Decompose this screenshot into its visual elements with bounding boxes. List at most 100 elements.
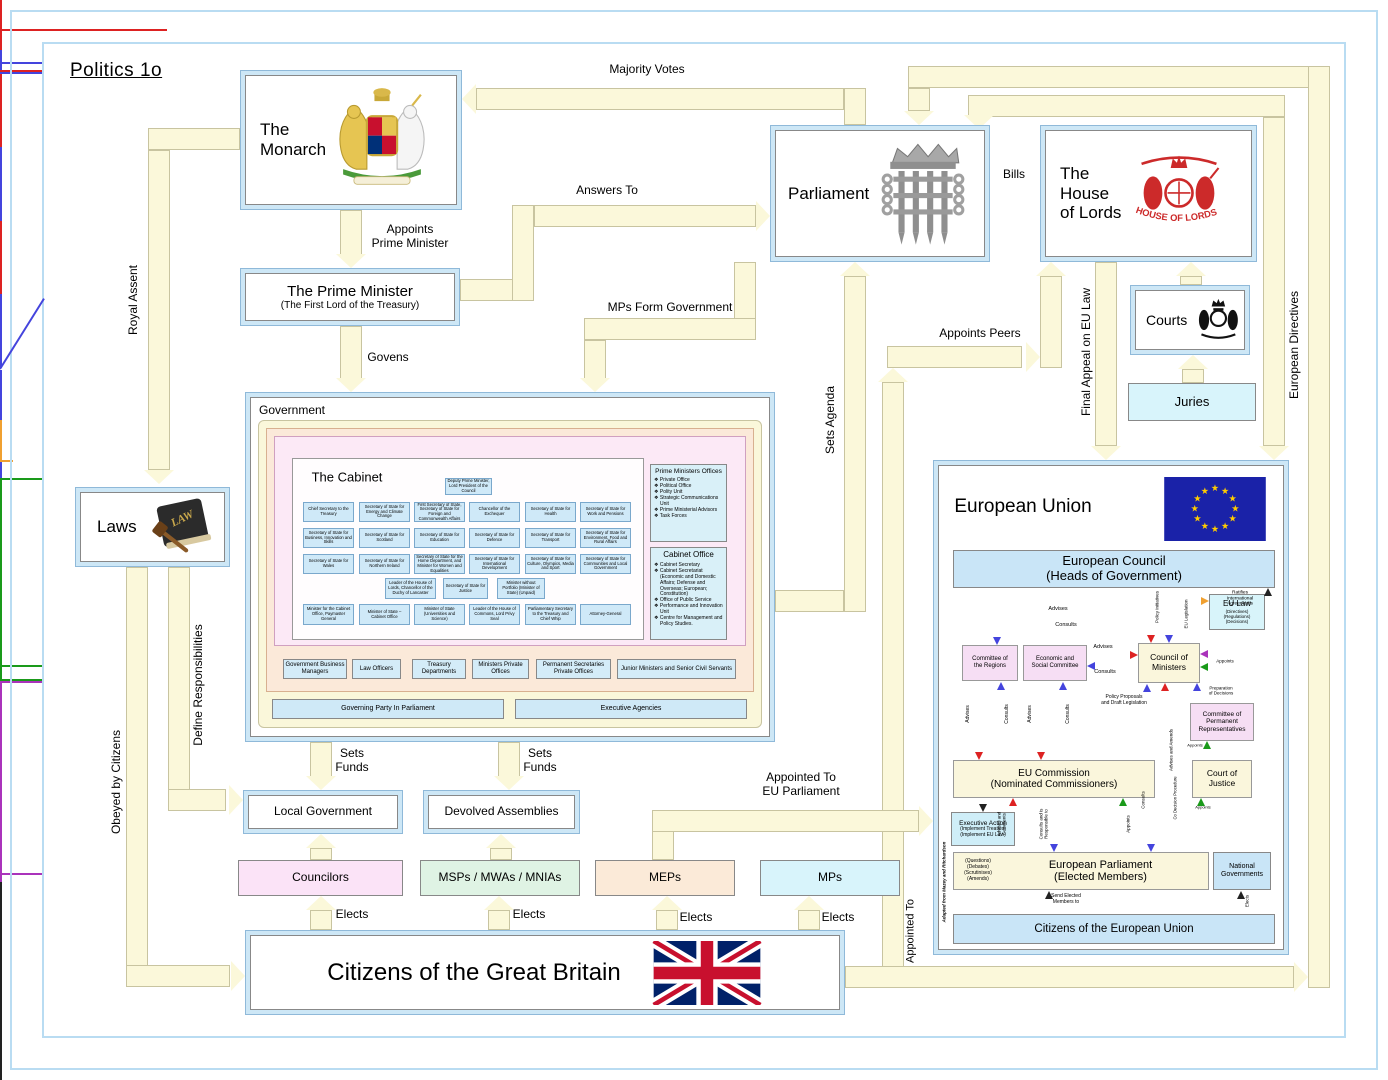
relation-arrowhead — [1119, 798, 1127, 806]
list-item: ❖ Centre for Management and Policy Studi… — [654, 614, 723, 627]
laws-box: Laws LAW — [75, 487, 230, 567]
cabinet-cell: Chancellor of the Exchequer — [469, 502, 520, 522]
flow-arrowhead — [919, 806, 933, 836]
parliament-box: Parliament — [770, 125, 990, 262]
flow-pipe — [584, 340, 606, 380]
flow-label: Appointed To EU Parliament — [762, 769, 840, 798]
page-title: Politics 1o — [70, 60, 163, 81]
relation-line — [0, 478, 43, 480]
flow-pipe — [340, 326, 362, 380]
flow-pipe — [1180, 276, 1202, 285]
executive-action-box: Executive Action(Implement Treaties)(Imp… — [951, 812, 1015, 846]
relation-line — [0, 875, 2, 882]
relation-arrowhead — [1161, 683, 1169, 691]
relation-arrowhead — [1143, 684, 1151, 692]
flow-label: Consults — [1055, 621, 1077, 628]
flow-pipe — [798, 910, 820, 930]
flow-arrowhead — [652, 896, 682, 910]
flow-arrowhead — [1178, 355, 1208, 369]
monarch-label: The Monarch — [260, 120, 327, 159]
cabinet-cell: Parliamentary Secretary to the Treasury … — [525, 604, 576, 625]
cabinet-cell: Chief Secretary to the Treasury — [303, 502, 354, 522]
cabinet-cell: First Secretary of State, Secretary of S… — [414, 502, 465, 522]
flow-arrowhead — [231, 961, 245, 991]
flow-label: Co Decision Procedure — [1172, 776, 1178, 820]
flow-label: EU Legislation — [1183, 599, 1189, 629]
list-item: ❖ Strategic Communications Unit — [654, 494, 719, 507]
relation-line — [0, 294, 2, 368]
royal-coat-of-arms-icon — [339, 88, 425, 185]
flow-pipe — [498, 742, 520, 778]
relation-line — [0, 882, 2, 1080]
svg-text:★: ★ — [1191, 505, 1199, 515]
svg-text:★: ★ — [1201, 522, 1209, 532]
flow-arrowhead — [1176, 262, 1206, 276]
relation-line — [0, 873, 51, 875]
flow-pipe — [1095, 262, 1117, 446]
flow-label: Consults and is Responsible to — [1038, 808, 1049, 840]
cabinet-cell: Secretary of State for Business, Innovat… — [303, 528, 354, 548]
cabinet-cell: Minister without Portfolio (Minister of … — [497, 578, 545, 599]
juries-box: Juries — [1128, 383, 1256, 421]
relation-arrowhead — [1203, 741, 1211, 749]
local-government-box-inner: Local Government — [248, 795, 398, 829]
flow-arrowhead — [878, 368, 908, 382]
flow-pipe — [310, 910, 332, 930]
relation-line — [0, 72, 44, 74]
flow-pipe — [775, 590, 844, 612]
list-item: ❖ Prime Ministerial Advisors — [654, 506, 718, 513]
cabinet-cell: Secretary of State for Northern Ireland — [359, 554, 410, 574]
flow-pipe — [1182, 369, 1204, 383]
relation-line — [0, 0, 2, 29]
svg-text:★: ★ — [1231, 505, 1239, 515]
relation-arrowhead — [1009, 798, 1017, 806]
flow-pipe — [844, 88, 866, 125]
relation-line — [0, 683, 2, 873]
relation-arrowhead — [1200, 663, 1208, 671]
monarch-box: The Monarch — [240, 70, 462, 210]
gov-unit-box: Law Officers — [352, 659, 401, 679]
flow-arrowhead — [1026, 342, 1040, 372]
flow-arrowhead — [1259, 446, 1289, 460]
relation-arrowhead — [1050, 844, 1058, 852]
relation-line — [0, 221, 2, 294]
flow-pipe — [1308, 66, 1330, 988]
flow-label: Answers To — [576, 182, 638, 197]
flow-label: Royal Assent — [125, 264, 140, 336]
european-council-box: European Council(Heads of Government) — [953, 550, 1275, 588]
flow-arrowhead — [1091, 446, 1121, 460]
relation-arrowhead — [1147, 635, 1155, 643]
flow-label: European Union — [954, 495, 1092, 517]
relation-line — [0, 480, 2, 657]
cabinet-cell: Secretary of State for Defence — [469, 528, 520, 548]
eu-law-box: EU Law(Directives)(Regulations)(Decision… — [1209, 594, 1265, 630]
european-parliament-box: European Parliament(Elected Members) — [953, 852, 1209, 890]
cabinet-cell: Minister of State (Universities and Scie… — [414, 604, 465, 625]
citizens-eu-box: Citizens of the European Union — [953, 914, 1275, 944]
cabinet-cell: Minister of State – Cabinet Office — [359, 604, 410, 625]
flow-arrowhead — [306, 896, 336, 910]
relation-line — [0, 74, 2, 147]
relation-arrowhead — [1037, 752, 1045, 760]
flow-label: Elects — [512, 906, 546, 921]
list-item: ❖ Private Office — [654, 477, 690, 484]
flow-pipe — [1040, 276, 1062, 368]
cabinet-cell: Minister for the Cabinet Office, Paymast… — [303, 604, 354, 625]
cabinet-cell: Attorney-General — [580, 604, 631, 625]
svg-text:★: ★ — [1201, 487, 1209, 497]
relation-line — [0, 420, 2, 460]
flow-label: Appointed To — [904, 898, 917, 964]
flow-label: Elects — [821, 909, 855, 924]
relation-arrowhead — [1087, 662, 1095, 670]
outer-frame — [10, 10, 1378, 1070]
relation-line — [0, 70, 45, 72]
flow-pipe — [512, 205, 534, 301]
flow-pipe — [310, 742, 332, 778]
flow-label: Preparation of Decisions — [1208, 685, 1234, 696]
relation-arrowhead — [1045, 891, 1053, 899]
meps-box: MEPs — [595, 860, 735, 896]
cabinet-cell: Secretary of State for Work and Pensions — [580, 502, 631, 522]
list-item: ❖ Task Forces — [654, 512, 687, 519]
